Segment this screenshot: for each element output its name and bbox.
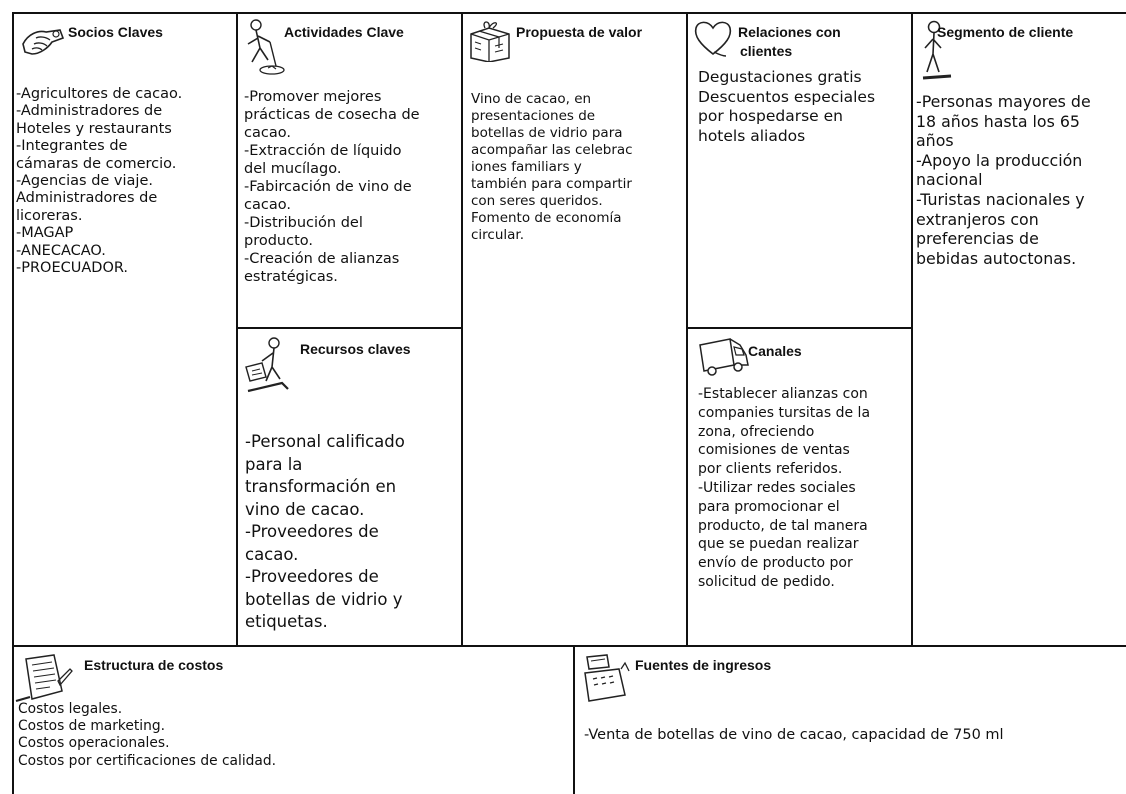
actividades-clave-block: Actividades Clave -Promover mejores prác… xyxy=(238,14,461,327)
divider-costos-ingresos xyxy=(573,645,575,794)
propuesta-de-valor-text: Vino de cacao, en presentaciones de bote… xyxy=(471,91,633,243)
divider-actividades-recursos xyxy=(236,327,463,329)
fuentes-ingresos-text: -Venta de botellas de vino de cacao, cap… xyxy=(584,727,1004,743)
canales-title: Canales xyxy=(748,343,802,359)
propuesta-de-valor-title: Propuesta de valor xyxy=(516,24,643,40)
segmento-cliente-text: -Personas mayores de 18 años hasta los 6… xyxy=(916,92,1091,268)
heart-icon xyxy=(692,18,734,58)
canvas-border-top xyxy=(12,12,1126,14)
actividades-clave-title: Actividades Clave xyxy=(284,24,404,40)
canvas-border-left xyxy=(12,12,14,794)
relaciones-clientes-title-line1: Relaciones con xyxy=(738,24,841,40)
recursos-claves-block: Recursos claves -Personal calificado par… xyxy=(238,329,461,645)
relaciones-clientes-title-line2: clientes xyxy=(740,43,793,59)
relaciones-clientes-text: Degustaciones gratis Descuentos especial… xyxy=(698,68,876,145)
truck-icon xyxy=(696,335,750,379)
estructura-costos-title: Estructura de costos xyxy=(84,657,224,673)
divider-socios-actividades xyxy=(236,12,238,646)
person-with-boxes-icon xyxy=(242,333,290,399)
actividades-clave-text: -Promover mejores prácticas de cosecha d… xyxy=(244,89,420,285)
estructura-costos-block: Estructura de costos Costos legales. Cos… xyxy=(14,647,573,794)
fuentes-ingresos-block: Fuentes de ingresos -Venta de botellas d… xyxy=(575,647,1126,794)
document-pen-icon xyxy=(14,651,74,707)
gift-icon xyxy=(467,18,513,62)
socios-claves-title: Socios Claves xyxy=(68,24,163,40)
socios-claves-text: -Agricultores de cacao. -Administradores… xyxy=(16,86,183,277)
canales-text: -Establecer alianzas con companies tursi… xyxy=(698,386,871,590)
divider-top-bottom xyxy=(12,645,1126,647)
recursos-claves-text: -Personal calificado para la transformac… xyxy=(245,432,405,631)
divider-relaciones-segmento xyxy=(911,12,913,646)
recursos-claves-title: Recursos claves xyxy=(300,341,411,357)
canales-block: Canales -Establecer alianzas con compani… xyxy=(688,329,911,645)
worker-icon xyxy=(242,16,286,78)
segmento-cliente-title: Segmento de cliente xyxy=(937,24,1074,40)
divider-relaciones-canales xyxy=(686,327,913,329)
divider-propuesta-relaciones xyxy=(686,12,688,646)
person-icon xyxy=(917,18,955,84)
fuentes-ingresos-title: Fuentes de ingresos xyxy=(635,657,772,673)
divider-actividades-propuesta xyxy=(461,12,463,646)
socios-claves-block: Socios Claves -Agricultores de cacao. -A… xyxy=(14,14,236,645)
propuesta-de-valor-block: Propuesta de valor Vino de cacao, en pre… xyxy=(463,14,686,645)
handshake-icon xyxy=(20,20,66,60)
relaciones-clientes-block: Relaciones con clientes Degustaciones gr… xyxy=(688,14,911,327)
estructura-costos-text: Costos legales. Costos de marketing. Cos… xyxy=(18,701,277,769)
segmento-cliente-block: Segmento de cliente -Personas mayores de… xyxy=(913,14,1126,645)
cash-register-icon xyxy=(581,651,633,707)
